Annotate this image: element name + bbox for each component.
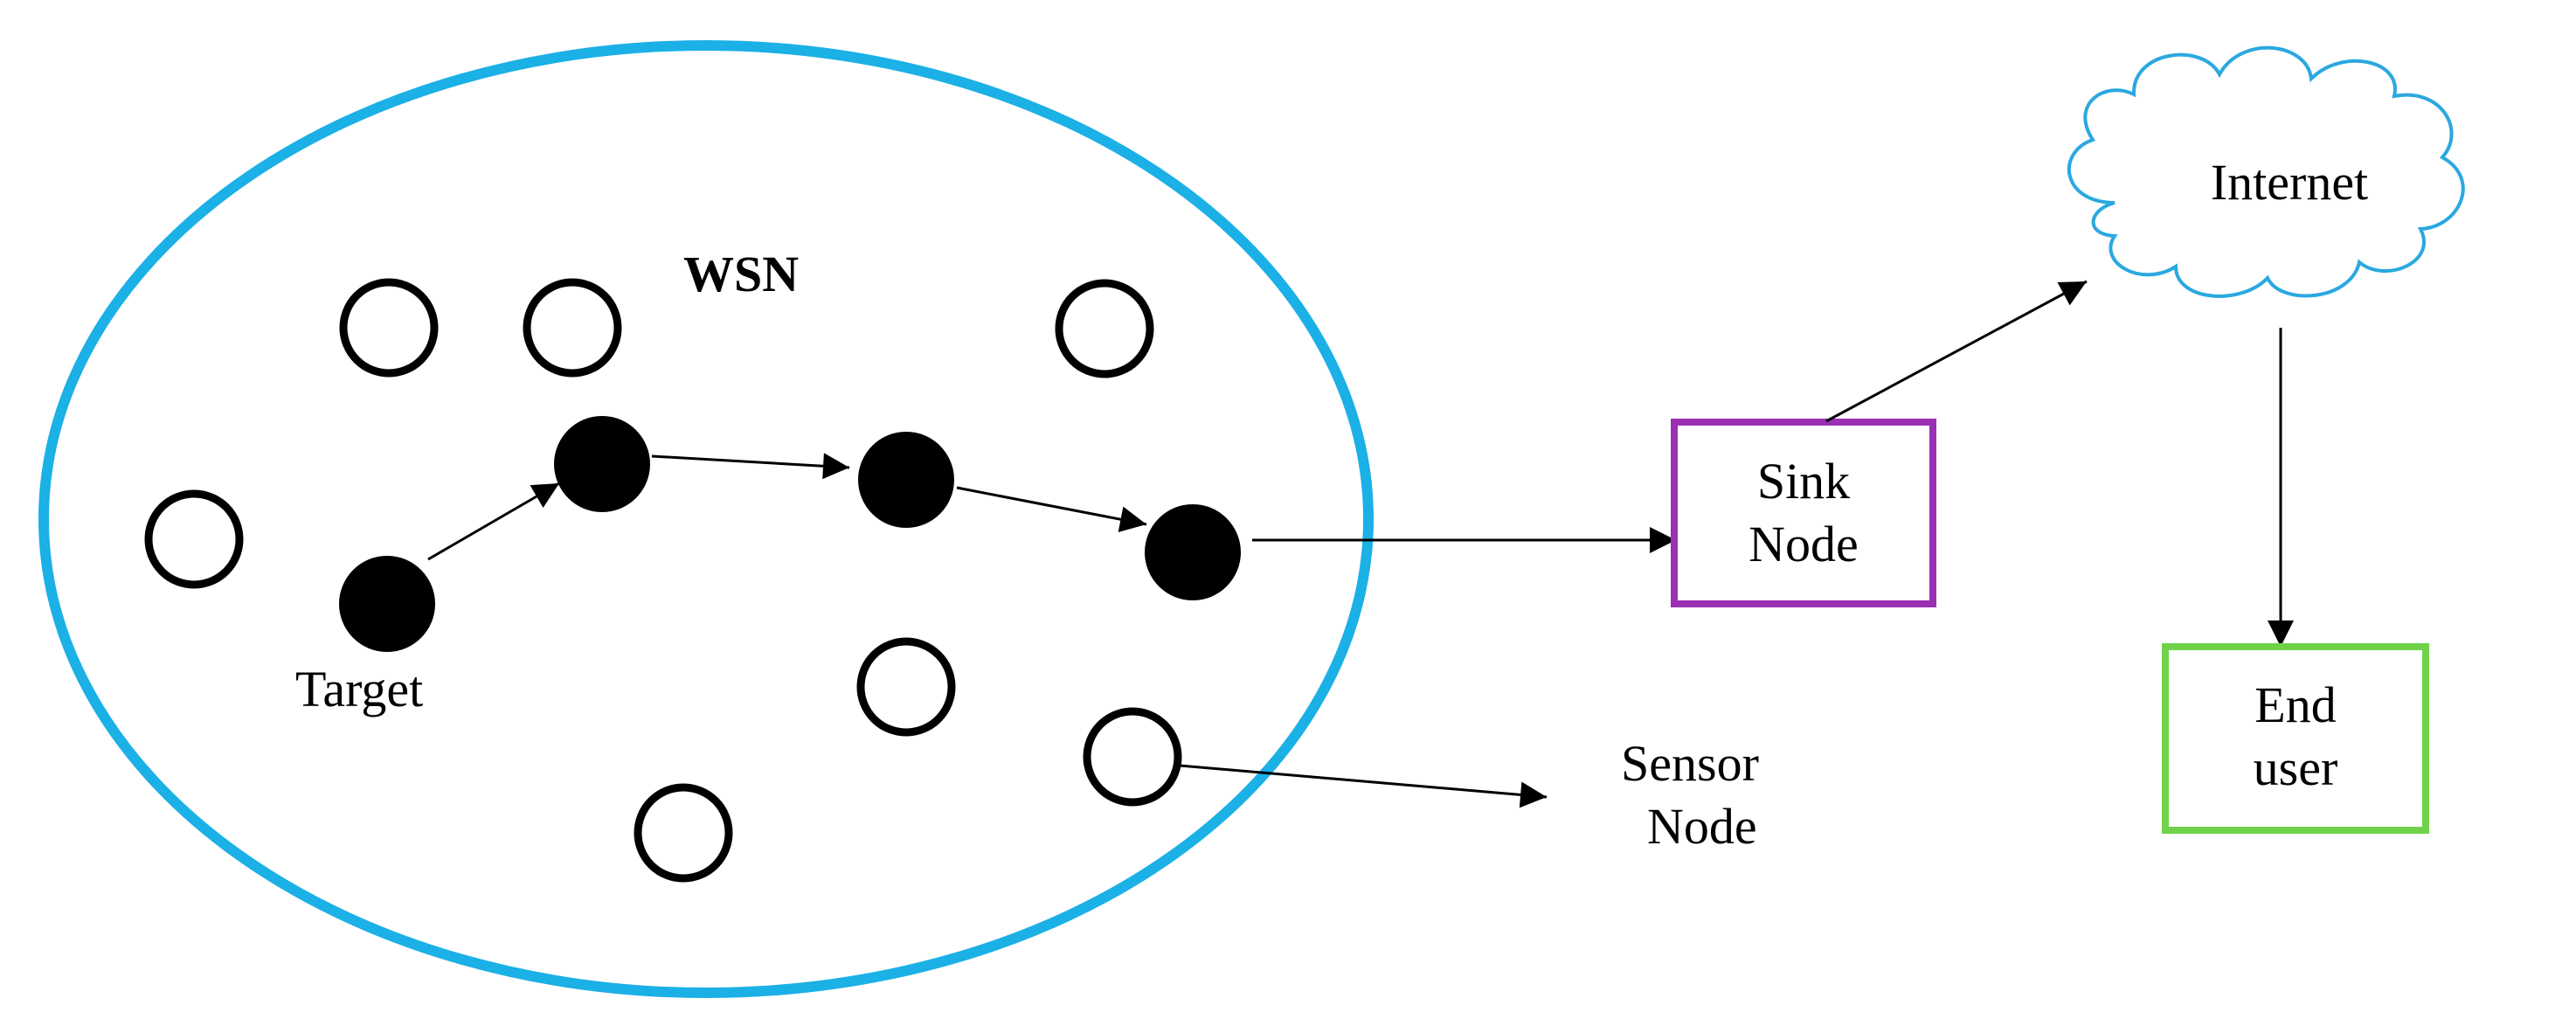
- relay-node: [858, 432, 954, 528]
- sink-node-box: [1671, 419, 1936, 607]
- sensor-node: [1083, 707, 1182, 807]
- sink-label-line2: Node: [1748, 516, 1859, 572]
- sink-label-line1: Sink: [1757, 453, 1850, 510]
- sensor-label-line1: Sensor: [1621, 735, 1759, 792]
- wsn-boundary-ellipse: [38, 40, 1374, 998]
- internet-label: Internet: [2211, 154, 2368, 211]
- sensor-node-callout-arrow: [1179, 764, 1548, 808]
- path-arrow: [956, 486, 1147, 533]
- wsn-label: WSN: [683, 246, 799, 302]
- sensor-node: [1055, 279, 1154, 378]
- sensor-node: [634, 783, 733, 883]
- sink-node: Sink Node: [1671, 419, 1936, 607]
- sensor-node: [856, 637, 956, 737]
- target-node: [339, 556, 435, 652]
- path-arrow: [427, 482, 560, 561]
- end-user: End user: [2162, 643, 2429, 834]
- relay-node: [1145, 504, 1241, 600]
- sensor-node: [144, 489, 244, 589]
- path-arrow: [651, 453, 850, 480]
- relay-node: [554, 416, 650, 512]
- active-path-nodes: [339, 416, 1241, 652]
- sensor-node-label: Sensor Node: [1621, 735, 1759, 855]
- sink-to-internet-arrow: [1825, 280, 2088, 423]
- cloud-icon: [2067, 45, 2465, 298]
- sensor-label-line2: Node: [1647, 798, 1757, 855]
- end-user-box: [2162, 643, 2429, 834]
- sensor-node: [523, 278, 622, 378]
- end-user-label-line2: user: [2254, 739, 2338, 796]
- internet-cloud: Internet: [2067, 45, 2465, 298]
- target-label: Target: [295, 661, 423, 718]
- multihop-path: [427, 453, 1676, 561]
- end-user-label-line1: End: [2254, 676, 2336, 733]
- idle-sensor-nodes: [144, 278, 1182, 883]
- sensor-node: [339, 278, 439, 378]
